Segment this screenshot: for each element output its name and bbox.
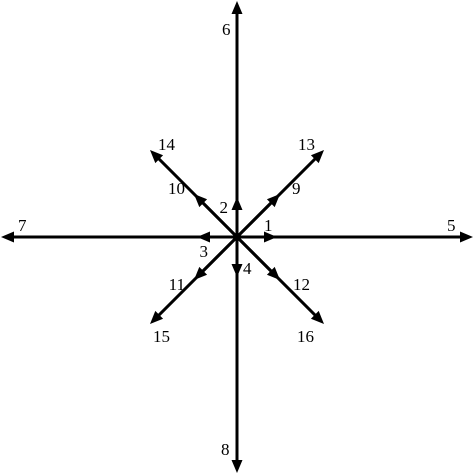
label-vector-13: 13 xyxy=(298,135,315,154)
vector-14 xyxy=(150,150,239,239)
vector-13-arrowhead xyxy=(310,150,324,164)
vector-7 xyxy=(1,231,237,243)
label-vector-2: 2 xyxy=(220,198,229,217)
vector-13 xyxy=(235,150,324,239)
label-vector-11: 11 xyxy=(169,275,185,294)
label-vector-4: 4 xyxy=(243,259,252,278)
label-vector-7: 7 xyxy=(18,216,27,235)
label-vector-16: 16 xyxy=(297,327,314,346)
vector-15-shaft xyxy=(157,235,239,317)
vector-14-arrowhead xyxy=(150,150,164,164)
vector-5 xyxy=(237,231,473,243)
label-vector-9: 9 xyxy=(292,179,301,198)
label-vector-3: 3 xyxy=(200,242,209,261)
label-vector-15: 15 xyxy=(153,327,170,346)
label-vector-12: 12 xyxy=(293,275,310,294)
vector-15 xyxy=(150,235,239,324)
vector-15-arrowhead xyxy=(150,310,164,324)
vector-8-arrowhead xyxy=(231,460,243,473)
vector-16-shaft xyxy=(235,235,317,317)
label-vector-5: 5 xyxy=(447,216,456,235)
label-vector-6: 6 xyxy=(222,20,231,39)
vector-14-shaft xyxy=(157,157,239,239)
vector-6-arrowhead xyxy=(231,1,243,14)
vector-5-arrowhead xyxy=(460,231,473,243)
vector-6 xyxy=(231,1,243,237)
label-vector-8: 8 xyxy=(221,440,230,459)
label-vector-14: 14 xyxy=(158,135,176,154)
vector-16-arrowhead xyxy=(310,310,324,324)
labels-layer: 1 2 3 4 5 6 7 8 9 10 11 12 13 14 15 16 xyxy=(18,20,456,459)
label-vector-10: 10 xyxy=(168,179,185,198)
vector-7-arrowhead xyxy=(1,231,14,243)
vector-8 xyxy=(231,237,243,473)
label-vector-1: 1 xyxy=(264,216,273,235)
vector-13-shaft xyxy=(235,157,317,239)
vector-16 xyxy=(235,235,324,324)
